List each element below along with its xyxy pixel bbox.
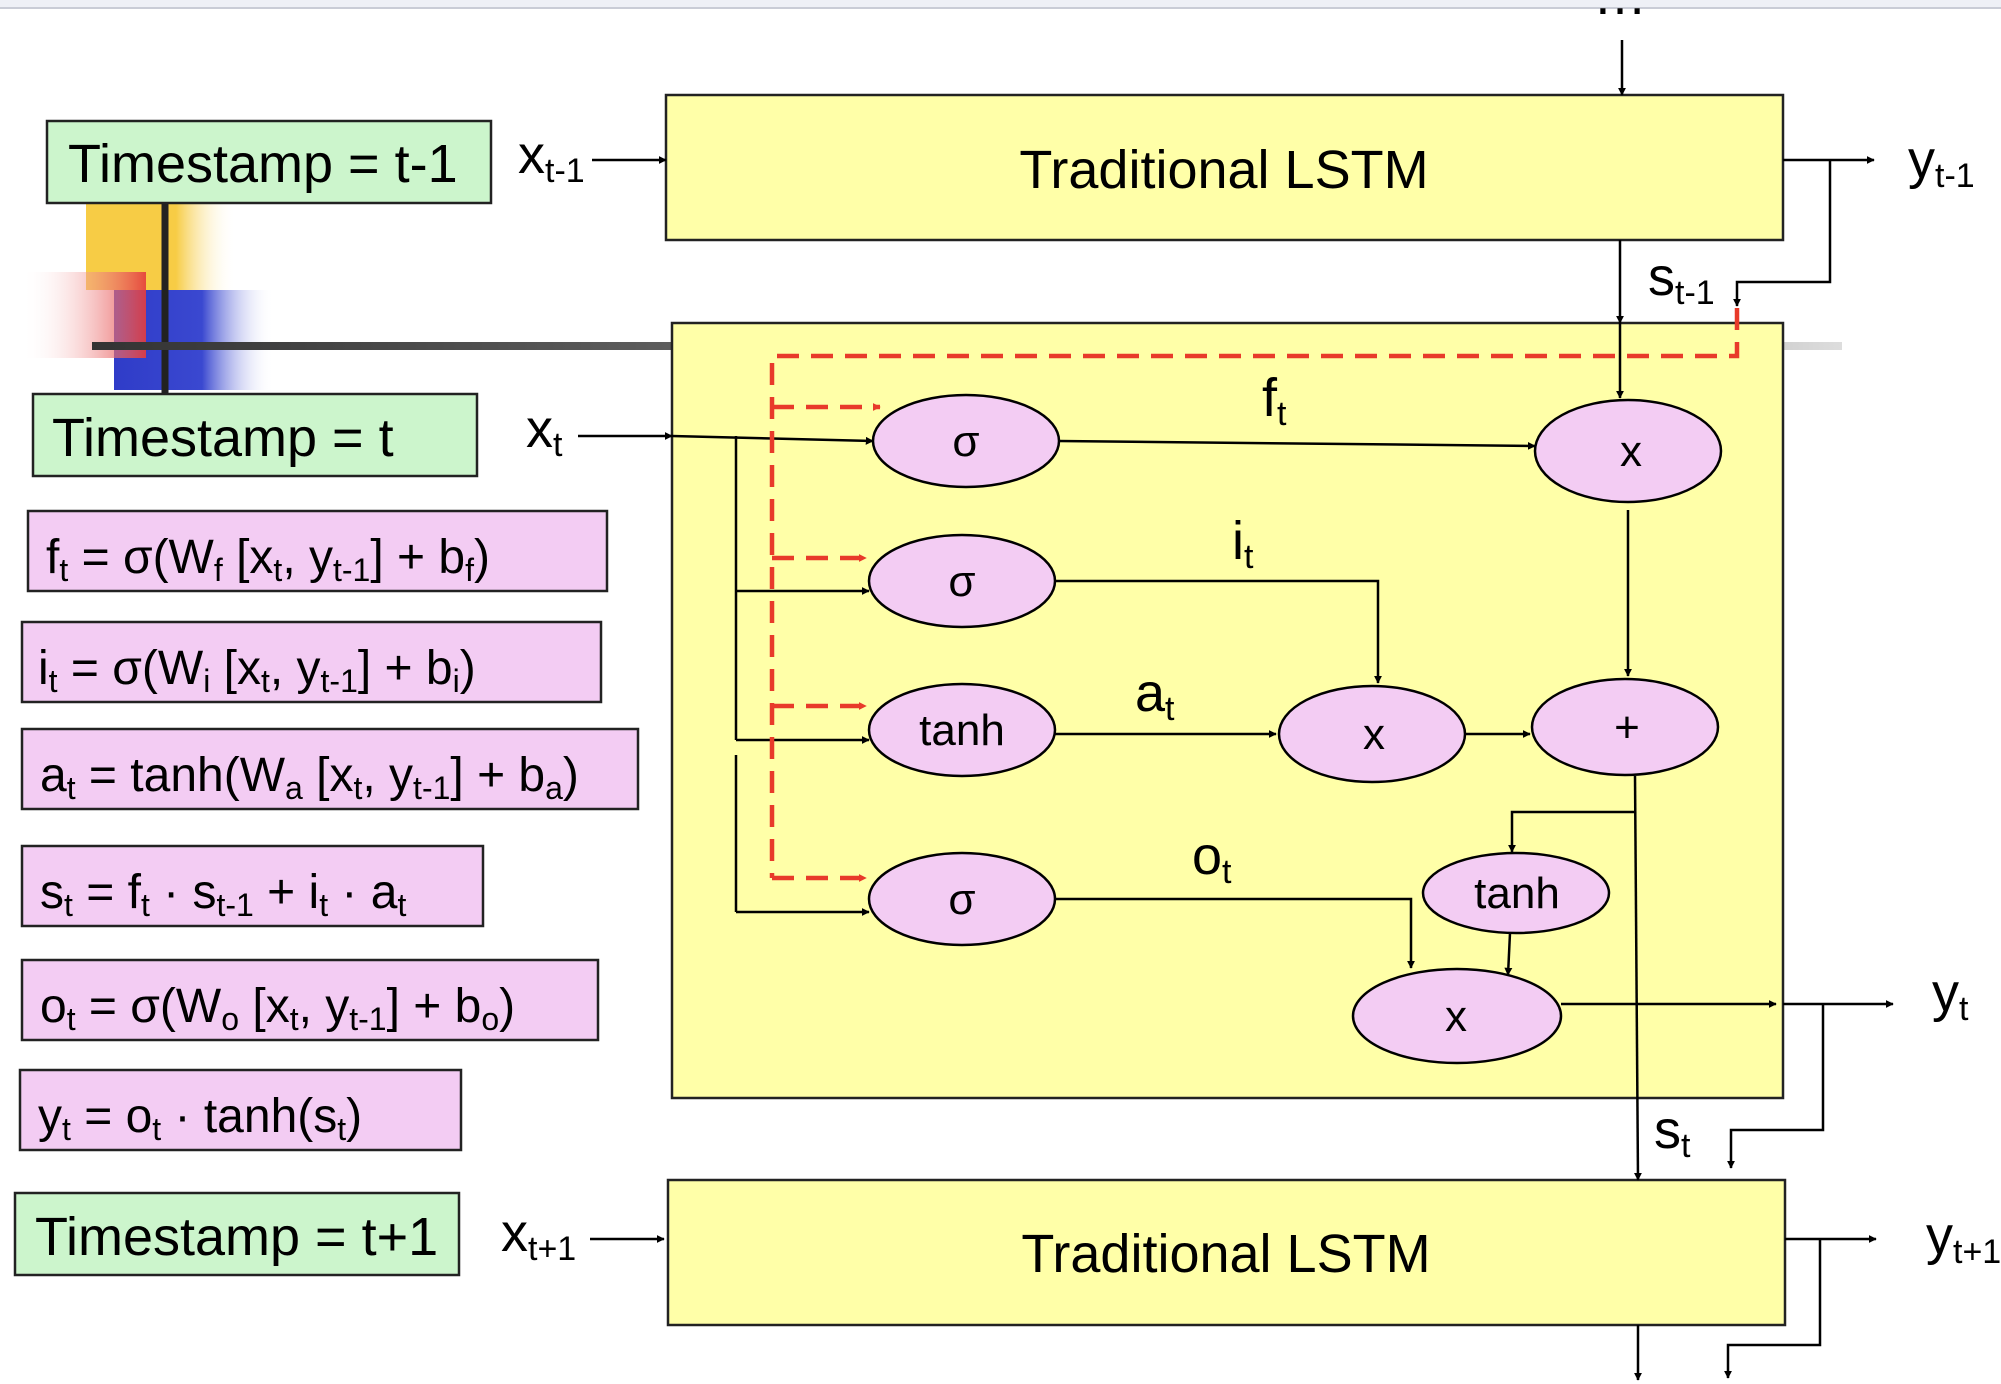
label-y-curr: yt bbox=[1932, 963, 1969, 1028]
arrow-y-prev-feedback bbox=[1733, 160, 1832, 307]
timestamp-curr-text: Timestamp = t bbox=[52, 408, 394, 468]
label-x-prev: xt-1 bbox=[518, 125, 585, 190]
node-add: + bbox=[1530, 677, 1720, 777]
equation-text: it = σ(Wi [xt, yt-1] + bi) bbox=[38, 642, 476, 699]
internal-wires bbox=[671, 323, 1894, 1181]
node-multiply-input: x bbox=[1277, 684, 1467, 784]
label-x-next: xt+1 bbox=[501, 1203, 576, 1268]
svg-text:σ: σ bbox=[948, 557, 975, 606]
timestamp-next-text: Timestamp = t+1 bbox=[35, 1207, 438, 1267]
signal-labels: xt-1 xt xt+1 yt-1 yt yt+1 st-1 st ft it … bbox=[501, 125, 2001, 1271]
label-o-gate: ot bbox=[1192, 826, 1232, 891]
equation-box: at = tanh(Wa [xt, yt-1] + ba) bbox=[20, 727, 640, 811]
node-tanh-candidate: tanh bbox=[867, 682, 1057, 778]
equation-text: ft = σ(Wf [xt, yt-1] + bf) bbox=[46, 531, 490, 588]
equation-box: yt = ot · tanh(st) bbox=[18, 1068, 463, 1152]
label-a-gate: at bbox=[1135, 663, 1175, 728]
label-y-prev: yt-1 bbox=[1908, 130, 1975, 195]
equation-text: yt = ot · tanh(st) bbox=[38, 1090, 362, 1147]
node-multiply-output: x bbox=[1351, 967, 1563, 1065]
equation-list: ft = σ(Wf [xt, yt-1] + bf) it = σ(Wi [xt… bbox=[18, 509, 640, 1152]
node-tanh-state: tanh bbox=[1421, 851, 1611, 935]
timestamp-box-curr: Timestamp = t bbox=[31, 392, 479, 478]
svg-text:x: x bbox=[1445, 992, 1467, 1041]
timestamp-prev-text: Timestamp = t-1 bbox=[68, 134, 458, 194]
bottom-lstm-label: Traditional LSTM bbox=[1021, 1224, 1430, 1284]
label-s-prev: st-1 bbox=[1648, 247, 1715, 312]
svg-text:σ: σ bbox=[952, 417, 979, 466]
label-x-curr: xt bbox=[526, 399, 563, 464]
node-multiply-forget: x bbox=[1533, 398, 1723, 504]
svg-text:tanh: tanh bbox=[1474, 869, 1560, 918]
timestamp-box-next: Timestamp = t+1 bbox=[13, 1191, 461, 1277]
svg-text:σ: σ bbox=[948, 875, 975, 924]
top-lstm-label: Traditional LSTM bbox=[1019, 140, 1428, 200]
peephole-connections bbox=[769, 308, 1740, 882]
label-y-next: yt+1 bbox=[1926, 1206, 2001, 1271]
node-sigma-forget: σ bbox=[871, 393, 1061, 489]
top-border bbox=[0, 0, 2001, 8]
label-i-gate: it bbox=[1232, 511, 1254, 576]
top-ellipsis: … bbox=[1593, 0, 1647, 26]
equation-text: ot = σ(Wo [xt, yt-1] + bo) bbox=[40, 980, 515, 1037]
arrow-y-next-feedback bbox=[1724, 1239, 1822, 1379]
equation-box: ft = σ(Wf [xt, yt-1] + bf) bbox=[26, 509, 609, 593]
equation-text: st = ft · st-1 + it · at bbox=[40, 866, 406, 923]
top-lstm-block bbox=[664, 93, 1785, 242]
bottom-lstm-block bbox=[666, 1178, 1787, 1327]
svg-text:+: + bbox=[1614, 703, 1640, 752]
equation-box: ot = σ(Wo [xt, yt-1] + bo) bbox=[20, 958, 600, 1042]
label-f-gate: ft bbox=[1262, 368, 1287, 433]
label-s-curr: st bbox=[1654, 1100, 1691, 1165]
equation-box: st = ft · st-1 + it · at bbox=[20, 844, 485, 928]
svg-text:tanh: tanh bbox=[919, 706, 1005, 755]
svg-text:x: x bbox=[1363, 710, 1385, 759]
svg-text:x: x bbox=[1620, 427, 1642, 476]
node-sigma-output: σ bbox=[867, 851, 1057, 947]
timestamp-box-prev: Timestamp = t-1 bbox=[45, 119, 493, 205]
node-sigma-input: σ bbox=[867, 533, 1057, 629]
equation-text: at = tanh(Wa [xt, yt-1] + ba) bbox=[40, 749, 579, 806]
equation-box: it = σ(Wi [xt, yt-1] + bi) bbox=[20, 620, 603, 704]
